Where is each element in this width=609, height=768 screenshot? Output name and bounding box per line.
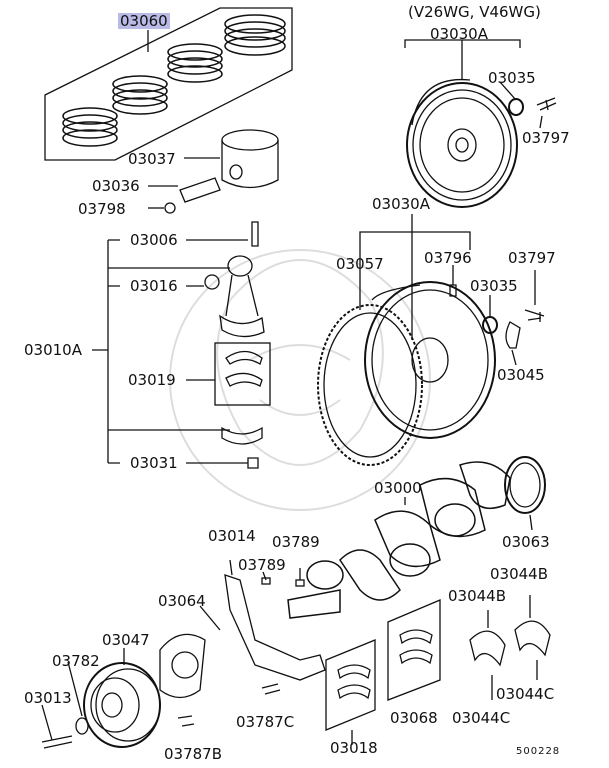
ring-set-box [44,7,293,161]
diagram-code: 500228 [516,746,561,757]
part-label-03000[interactable]: 03000 [374,479,422,497]
part-label-03006[interactable]: 03006 [130,231,178,249]
part-label-03014[interactable]: 03014 [208,527,256,545]
variant-note: (V26WG, V46WG) [408,3,541,21]
part-label-03013[interactable]: 03013 [24,689,72,707]
connecting-rod [219,255,265,338]
part-label-03031[interactable]: 03031 [130,454,178,472]
washer [75,717,89,735]
pulley-bolt [41,735,73,749]
part-label-03798[interactable]: 03798 [78,200,126,218]
bolt-03787B [177,715,195,727]
ring-gear [317,304,423,466]
dowel-pin [449,284,457,297]
flywheel-top [406,78,518,208]
rod-bolt [251,221,259,247]
watermark-emblem [169,249,431,511]
part-label-03045[interactable]: 03045 [497,366,545,384]
part-label-03782[interactable]: 03782 [52,652,100,670]
part-label-03018[interactable]: 03018 [330,739,378,757]
part-label-03016[interactable]: 03016 [130,277,178,295]
part-label-03060[interactable]: 03060 [118,12,170,30]
rod-nut [247,457,259,469]
part-label-03037[interactable]: 03037 [128,150,176,168]
rod-cap [221,426,263,445]
main-bearing-03018 [337,664,371,700]
part-label-03019[interactable]: 03019 [128,371,176,389]
crank-pulley [83,662,161,748]
part-label-03044B-a[interactable]: 03044B [490,565,549,583]
part-label-03036[interactable]: 03036 [92,177,140,195]
chain-guide [224,574,326,681]
part-label-03044B-b[interactable]: 03044B [448,587,507,605]
thrust-washer [469,630,506,667]
part-label-03789-a[interactable]: 03789 [272,533,320,551]
part-label-03035-mid[interactable]: 03035 [470,277,518,295]
part-label-03047[interactable]: 03047 [102,631,150,649]
part-label-03010A[interactable]: 03010A [24,341,82,359]
part-label-03064[interactable]: 03064 [158,592,206,610]
piston-ring [62,14,286,147]
thrust-washer [514,620,551,657]
crankshaft [287,461,511,619]
rod-bearing [225,350,263,387]
part-label-03789-b[interactable]: 03789 [238,556,286,574]
part-label-03035-top[interactable]: 03035 [488,69,536,87]
part-label-03063[interactable]: 03063 [502,533,550,551]
piston-pin [179,177,221,203]
part-label-03787C[interactable]: 03787C [236,713,295,731]
part-label-03030A-mid[interactable]: 03030A [372,195,430,213]
part-label-03797-top[interactable]: 03797 [522,129,570,147]
sensor-plate [159,633,206,699]
part-label-03796[interactable]: 03796 [424,249,472,267]
flywheel-mid [364,281,496,439]
pilot-bearing [482,316,498,334]
part-label-03797-mid[interactable]: 03797 [508,249,556,267]
part-label-03044C-a[interactable]: 03044C [496,685,555,703]
oil-seal [504,456,546,514]
bracket-03010A [92,239,230,464]
part-label-03044C-b[interactable]: 03044C [452,709,511,727]
flywheel-bolt [524,309,545,322]
rod-bushing [204,274,220,290]
plate [505,321,521,349]
part-label-03030A-top[interactable]: 03030A [430,25,488,43]
main-bearing-03068 [399,629,433,665]
part-label-03787B[interactable]: 03787B [164,745,223,763]
part-label-03057[interactable]: 03057 [336,255,384,273]
snap-ring [164,202,176,214]
bolt-03787C [261,683,281,695]
piston [221,129,279,189]
part-label-03068[interactable]: 03068 [390,709,438,727]
